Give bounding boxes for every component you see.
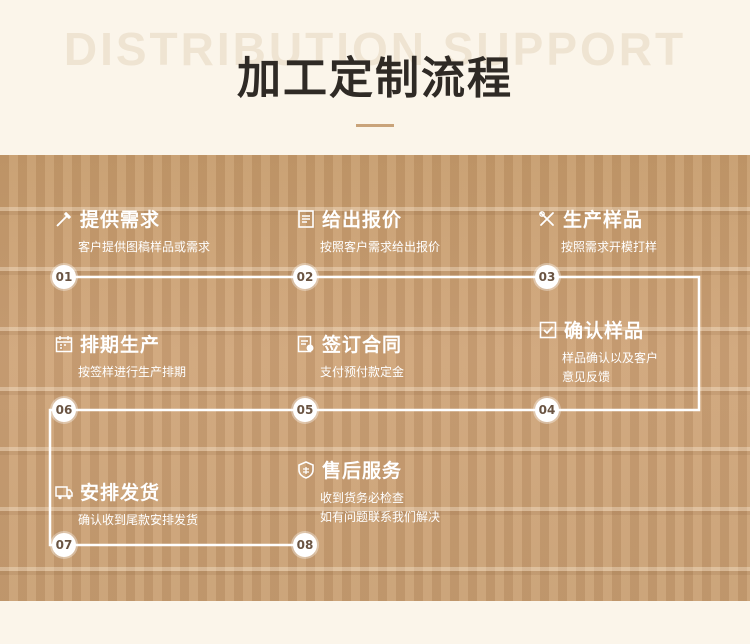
- document-icon: [298, 209, 314, 228]
- calendar-icon: [55, 335, 73, 352]
- step-title: 确认样品: [564, 320, 645, 342]
- step-08: 售后服务 收到货务必检查 如有问题联系我们解决: [296, 456, 440, 527]
- step-number-badge: 02: [293, 265, 317, 289]
- bottom-band: [0, 601, 750, 644]
- step-title: 给出报价: [322, 209, 403, 231]
- step-description: 按照需求开模打样: [561, 240, 658, 254]
- truck-icon: [55, 485, 73, 499]
- step-01: 提供需求 客户提供图稿样品或需求: [54, 205, 210, 257]
- header: DISTRIBUTION SUPPORT 加工定制流程: [0, 0, 750, 155]
- step-title: 生产样品: [563, 209, 644, 231]
- step-07: 安排发货 确认收到尾款安排发货: [54, 478, 198, 530]
- step-description: 确认收到尾款安排发货: [78, 513, 199, 527]
- title-underline: [356, 124, 394, 127]
- page-title: 加工定制流程: [237, 53, 513, 104]
- step-04: 确认样品 样品确认以及客户 意见反馈: [538, 316, 658, 387]
- step-number-badge: 01: [52, 265, 76, 289]
- step-number-badge: 06: [52, 398, 76, 422]
- step-description: 收到货务必检查 如有问题联系我们解决: [320, 491, 441, 524]
- background-watermark-text: DISTRIBUTION SUPPORT: [63, 23, 687, 75]
- step-number-badge: 04: [535, 398, 559, 422]
- step-description: 样品确认以及客户 意见反馈: [562, 351, 659, 384]
- step-title: 安排发货: [80, 482, 161, 504]
- step-06: 排期生产 按签样进行生产排期: [54, 330, 186, 382]
- tools-icon: [539, 210, 554, 226]
- step-description: 按签样进行生产排期: [78, 365, 187, 379]
- step-title: 签订合同: [322, 334, 403, 356]
- step-03: 生产样品 按照需求开模打样: [537, 205, 657, 257]
- step-description: 客户提供图稿样品或需求: [78, 240, 211, 254]
- step-number-badge: 07: [52, 533, 76, 557]
- service-shield-icon: [298, 460, 314, 479]
- checkbox-icon: [539, 321, 557, 338]
- step-number-badge: 03: [535, 265, 559, 289]
- step-05: 签订合同 支付预付款定金: [296, 330, 404, 382]
- step-title: 售后服务: [322, 460, 403, 482]
- step-title: 排期生产: [80, 334, 161, 356]
- step-number-badge: 08: [293, 533, 317, 557]
- contract-icon: [297, 335, 314, 352]
- step-title: 提供需求: [80, 209, 161, 231]
- step-number-badge: 05: [293, 398, 317, 422]
- dropper-icon: [56, 211, 71, 227]
- step-description: 按照客户需求给出报价: [320, 240, 441, 254]
- step-02: 给出报价 按照客户需求给出报价: [296, 205, 440, 257]
- step-description: 支付预付款定金: [320, 365, 405, 379]
